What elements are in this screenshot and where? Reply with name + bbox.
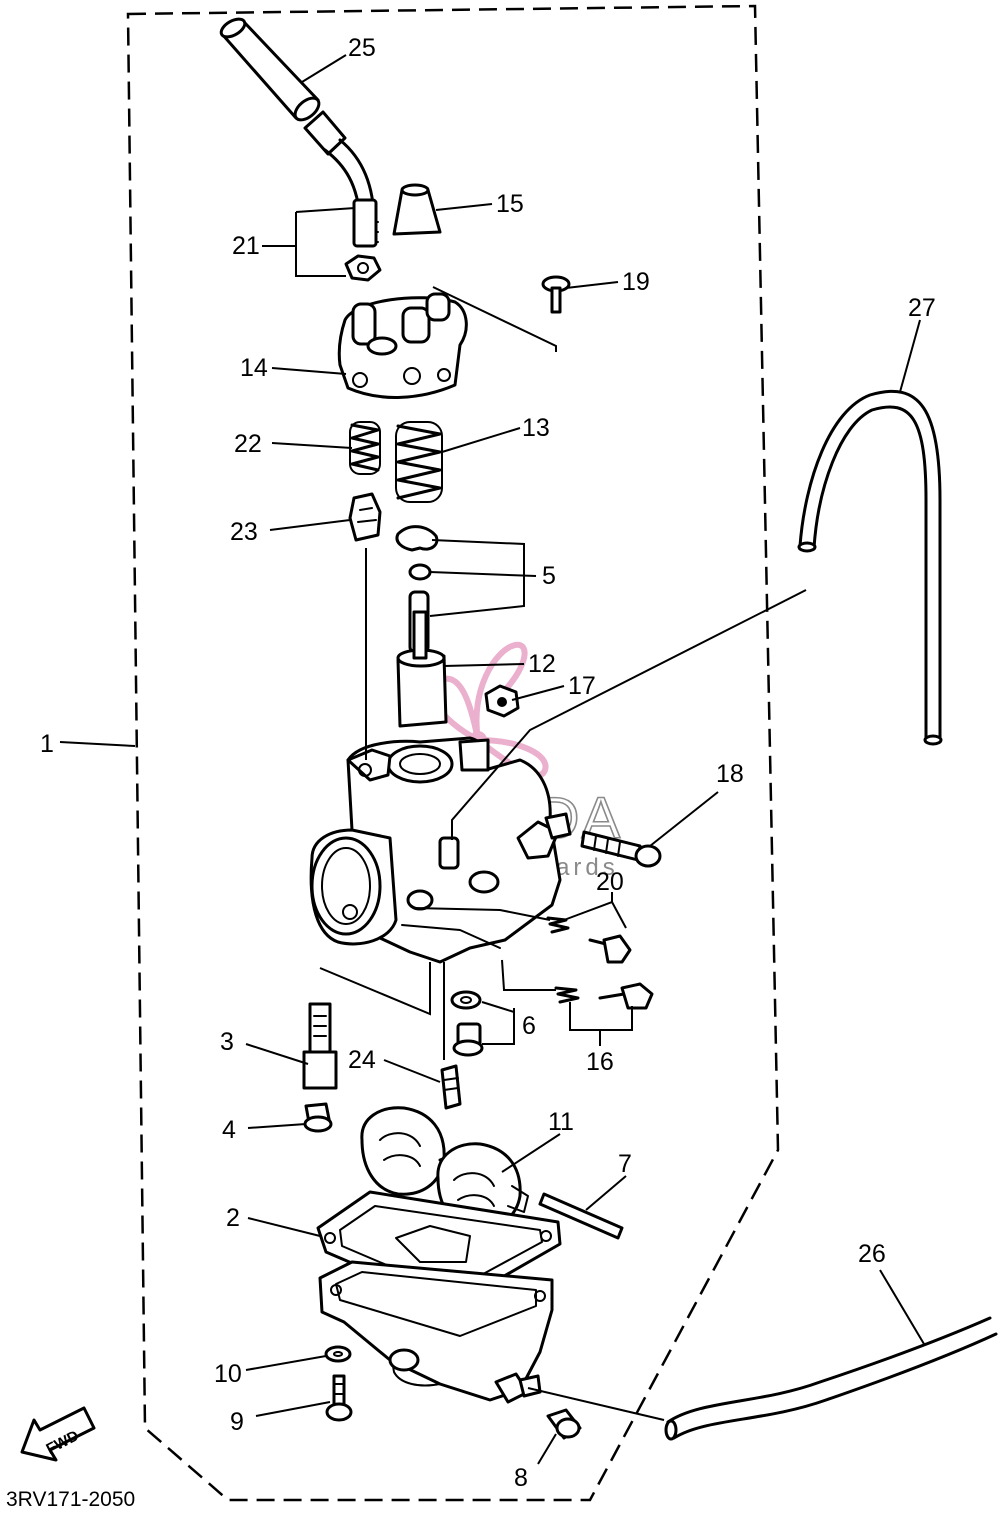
part-22-small-spring (349, 421, 381, 475)
part-20-pilot-screw-set (546, 916, 632, 964)
part-23-needle-holder (348, 492, 382, 542)
part-4-pilot-jet (303, 1102, 333, 1133)
callout-3: 3 (220, 1028, 234, 1056)
callout-18: 18 (716, 760, 744, 788)
assembly-boundary (126, 4, 780, 1502)
callout-9: 9 (230, 1408, 244, 1436)
callout-27: 27 (908, 294, 936, 322)
callout-1: 1 (40, 730, 54, 758)
callout-22: 22 (234, 430, 262, 458)
part-16-air-screw-set (554, 982, 654, 1010)
fwd-arrow-icon (20, 1406, 96, 1462)
callout-14: 14 (240, 354, 268, 382)
drawing-code: 3RV171-2050 (6, 1488, 135, 1511)
fwd-arrow: FWD (20, 1406, 96, 1462)
part-7-float-pin (538, 1192, 624, 1240)
part-19-screw (541, 275, 571, 314)
callout-2: 2 (226, 1204, 240, 1232)
part-13-large-spring (395, 421, 443, 503)
part-8-drain-screw (546, 1408, 582, 1440)
part-27-vent-hose (797, 389, 943, 746)
callout-11: 11 (548, 1108, 574, 1136)
callout-19: 19 (622, 268, 650, 296)
callout-17: 17 (568, 672, 596, 700)
callout-4: 4 (222, 1116, 236, 1144)
callout-6: 6 (522, 1012, 536, 1040)
part-14-mixing-chamber-top (337, 292, 468, 399)
callout-16: 16 (586, 1048, 614, 1076)
callout-13: 13 (522, 414, 550, 442)
assembly-lines (319, 286, 807, 1421)
callout-12: 12 (528, 650, 556, 678)
part-1-carburetor-body (309, 736, 562, 964)
part-10-washer (324, 1345, 352, 1363)
part-18-screw (544, 812, 662, 868)
part-26-drain-hose (664, 1316, 998, 1441)
leader-lines (59, 54, 925, 1465)
float-bowl (318, 1260, 554, 1404)
part-9-screw (325, 1374, 353, 1422)
callout-5: 5 (542, 562, 556, 590)
callout-10: 10 (214, 1360, 242, 1388)
callout-21: 21 (232, 232, 260, 260)
part-25-cable-boot (219, 17, 321, 122)
part-17-nut (484, 684, 520, 718)
part-24-jet-holder (440, 1064, 462, 1110)
part-3-needle-jet (302, 1002, 338, 1090)
part-6-main-jet (450, 990, 484, 1057)
callout-labels: 1 2 3 4 5 6 7 8 9 10 11 12 13 14 15 16 1… (40, 34, 936, 1492)
part-15-rubber-cap (392, 183, 442, 236)
callout-8: 8 (514, 1464, 528, 1492)
callout-20: 20 (596, 868, 624, 896)
part-12-throttle-valve (396, 610, 448, 728)
callout-7: 7 (618, 1150, 632, 1178)
callout-24: 24 (348, 1046, 376, 1074)
callout-26: 26 (858, 1240, 886, 1268)
callout-23: 23 (230, 518, 258, 546)
part-21-cable-adjuster (303, 110, 382, 282)
callout-15: 15 (496, 190, 524, 218)
callout-25: 25 (348, 34, 376, 62)
